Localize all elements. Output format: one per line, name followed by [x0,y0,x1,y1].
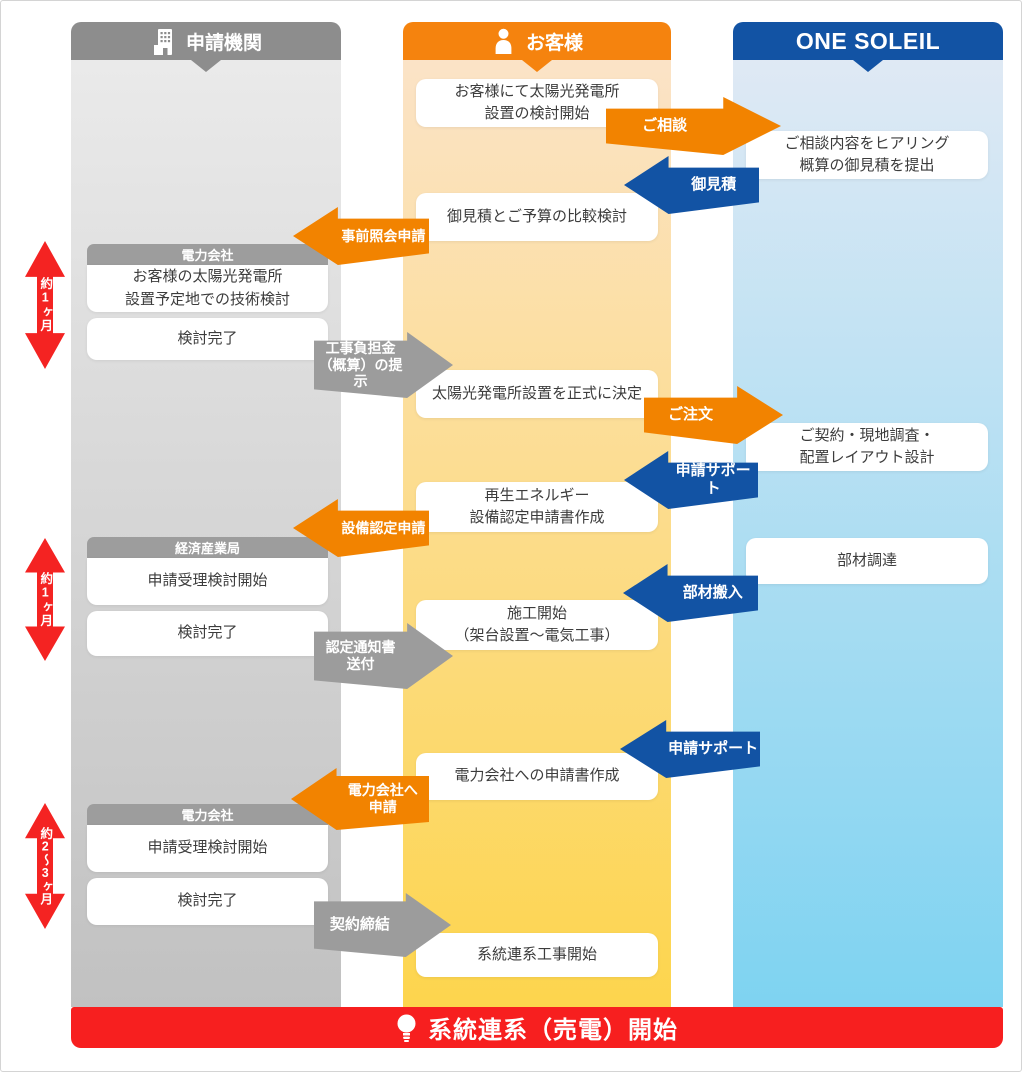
header-agency: 申請機関 [71,22,341,60]
agency-step: 検討完了 [87,611,328,656]
agency-step: 検討完了 [87,878,328,925]
arrow-application-support-1-label: 申請サポート [675,462,751,497]
customer-step: 太陽光発電所設置を正式に決定 [416,370,658,418]
arrow-contract-label: 契約締結 [329,916,390,933]
notch-customer [522,60,552,72]
arrow-cost-estimate-label: 工事負担金 （概算）の提示 [318,339,403,390]
header-company: ONE SOLEIL [733,22,1003,60]
arrow-application-support-2-label: 申請サポート [668,740,759,757]
arrow-order-label: ご注文 [668,406,714,423]
header-customer: お客様 [403,22,671,60]
arrow-cert-notice-label: 認定通知書 送付 [325,639,396,672]
duration-arrow-1-label: 約1ヶ月 [38,277,53,333]
duration-arrow-2: 約1ヶ月 [25,538,65,661]
agency-section-org: 電力会社 [87,244,328,265]
agency-section-org: 経済産業局 [87,537,328,558]
notch-agency [191,60,221,72]
arrow-pre-inquiry-label: 事前照会申請 [341,227,426,244]
duration-arrow-2-label: 約1ヶ月 [38,571,53,628]
footer-banner: 系統連系（売電）開始 [71,1007,1003,1048]
lightbulb-icon [396,1014,417,1042]
company-logo: ONE SOLEIL [795,27,941,54]
duration-arrow-3-label: 約2〜3ヶ月 [38,827,53,905]
column-company [733,60,1003,1007]
agency-step: 申請受理検討開始 [87,558,328,605]
duration-arrow-1: 約1ヶ月 [25,241,65,369]
customer-step: 御見積とご予算の比較検討 [416,193,658,241]
arrow-equipment-cert-label: 設備認定申請 [341,519,426,536]
arrow-consult-label: ご相談 [642,117,688,134]
notch-company [853,60,883,72]
header-agency-label: 申請機関 [185,32,262,54]
agency-step: 申請受理検討開始 [87,825,328,872]
customer-step: 電力会社への申請書作成 [416,753,658,800]
arrow-material-delivery-label: 部材搬入 [682,584,743,601]
agency-step: お客様の太陽光発電所 設置予定地での技術検討 [87,265,328,312]
customer-step: お客様にて太陽光発電所 設置の検討開始 [416,79,658,127]
company-step: ご相談内容をヒアリング 概算の御見積を提出 [746,131,988,179]
arrow-quote-label: 御見積 [691,176,737,193]
customer-step: 再生エネルギー 設備認定申請書作成 [416,482,658,532]
agency-step: 検討完了 [87,318,328,360]
company-step: 部材調達 [746,538,988,584]
customer-step: 系統連系工事開始 [416,933,658,977]
arrow-apply-power-label: 電力会社へ 申請 [347,782,418,815]
header-customer-label: お客様 [525,32,583,54]
agency-section-org: 電力会社 [87,804,328,825]
footer-label: 系統連系（売電）開始 [428,1017,678,1044]
duration-arrow-3: 約2〜3ヶ月 [25,803,65,929]
person-icon [491,28,516,54]
building-icon [150,28,176,55]
company-step: ご契約・現地調査・ 配置レイアウト設計 [746,423,988,471]
customer-step: 施工開始 （架台設置〜電気工事） [416,600,658,650]
